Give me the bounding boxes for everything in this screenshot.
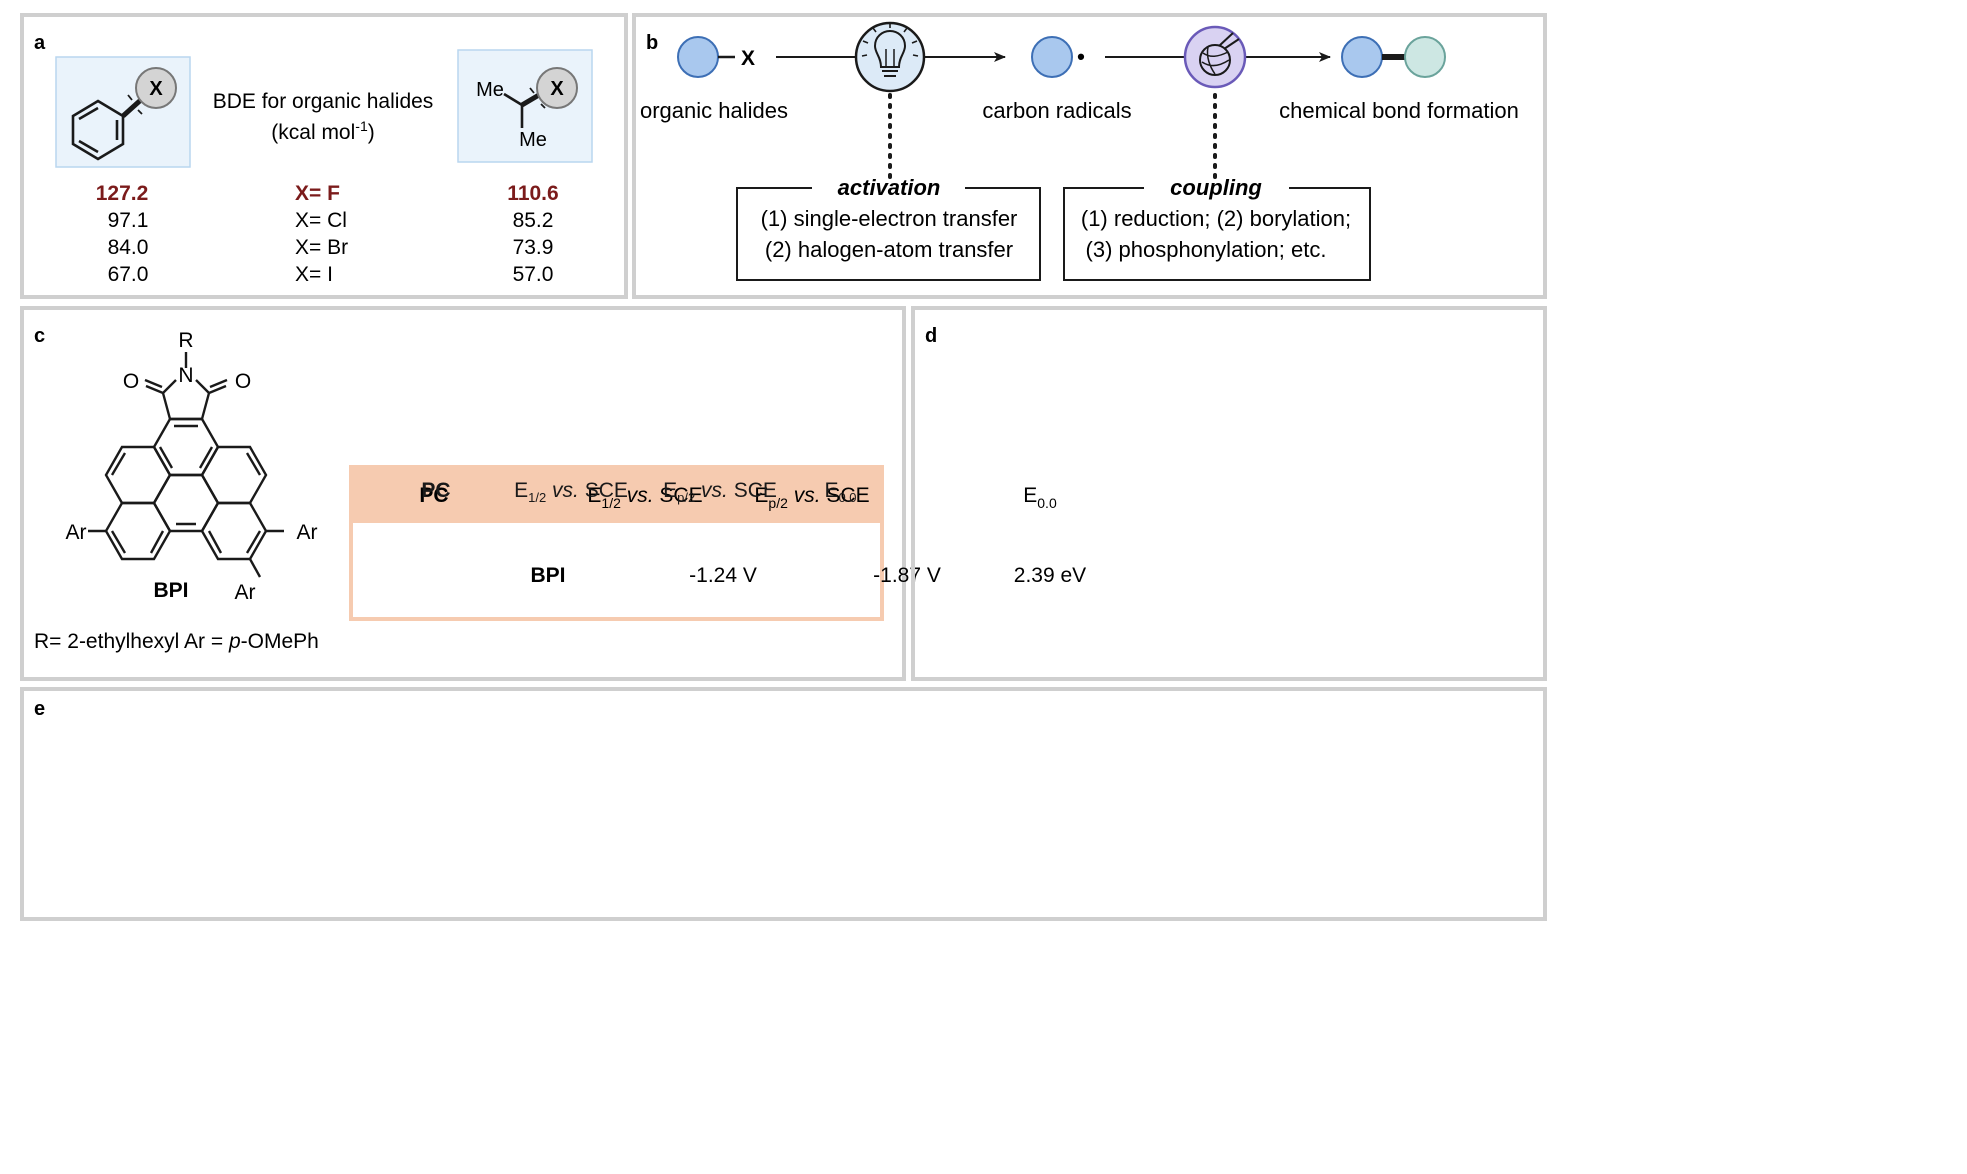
- panel-b-label: b: [646, 32, 658, 54]
- panel-d-frame: [911, 306, 1547, 681]
- panel-c-frame: [20, 306, 906, 681]
- redox-header-e00: E0.0: [1023, 484, 1057, 511]
- redox-row1-ep2: -1.87 V: [873, 564, 941, 587]
- halide-x-label: X: [741, 47, 755, 70]
- bpi-name: BPI: [153, 579, 188, 602]
- coupling-box: [1063, 187, 1371, 281]
- radical-carbon-circle: [1031, 36, 1073, 78]
- bond-formation-label: chemical bond formation: [1279, 98, 1519, 123]
- redox-h-e12: E1/2 vs. SCE: [514, 479, 628, 506]
- redox-table-html: PC E1/2 vs. SCE Ep/2 vs. SCE E0.0: [351, 467, 882, 619]
- bde-alkyl-cl: 85.2: [513, 209, 554, 232]
- coupling-title: coupling: [1170, 175, 1262, 200]
- bpi-o-left: O: [123, 370, 139, 393]
- alkyl-me-top: Me: [476, 79, 504, 101]
- bde-x-i: X= I: [295, 263, 333, 286]
- bde-x-br: X= Br: [295, 236, 348, 259]
- panel-a-frame: [20, 13, 628, 299]
- activation-step-2: (2) halogen-atom transfer: [765, 237, 1013, 262]
- alkyl-me-bottom: Me: [519, 129, 547, 151]
- bde-x-cl: X= Cl: [295, 209, 347, 232]
- bpi-n-label: N: [178, 364, 193, 387]
- redox-h-pc: PC: [421, 479, 451, 502]
- bde-alkyl-i: 57.0: [513, 263, 554, 286]
- alkyl-x-label: X: [550, 78, 564, 100]
- redox-header-e12: E1/2 vs. SCE: [587, 484, 702, 511]
- bde-alkyl-br: 73.9: [513, 236, 554, 259]
- redox-table: PC E1/2 vs. SCE Ep/2 vs. SCE E0.0 BPI -1…: [419, 484, 1086, 587]
- panel-d-label: d: [925, 325, 937, 347]
- panel-e-label: e: [34, 698, 45, 720]
- activation-title: activation: [838, 175, 941, 200]
- bde-alkyl-f: 110.6: [507, 182, 558, 205]
- panel-b: b X • organic halides carbon radicals ch…: [632, 13, 1547, 299]
- carbon-radicals-label: carbon radicals: [982, 98, 1131, 123]
- redox-table-header-bg: [349, 465, 884, 523]
- radical-dot: •: [1077, 44, 1085, 69]
- organic-halides-label: organic halides: [640, 98, 788, 123]
- panel-a-label: a: [34, 32, 46, 54]
- panel-d: d: [911, 306, 1547, 681]
- redox-header-pc: PC: [419, 484, 448, 507]
- panel-a: a X Me Me X BDE for organic halides (kca…: [20, 13, 628, 299]
- aryl-x-atom: [135, 67, 177, 109]
- alkyl-x-atom: [536, 67, 578, 109]
- bde-x-f: X= F: [295, 182, 340, 205]
- bde-aryl-br: 84.0: [108, 236, 149, 259]
- bpi-ar-bottom: Ar: [235, 581, 256, 604]
- redox-h-e00: E0.0: [824, 479, 857, 506]
- bde-title: BDE for organic halides: [213, 90, 434, 113]
- panel-c: c: [20, 306, 1086, 681]
- panel-e: e: [20, 687, 1547, 921]
- redox-row1-e12: -1.24 V: [689, 564, 757, 587]
- bde-table: 127.2 X= F 110.6 97.1 X= Cl 85.2 84.0 X=…: [96, 182, 559, 286]
- bpi-ar-right: Ar: [297, 521, 318, 544]
- redox-h-ep2: Ep/2 vs. SCE: [663, 479, 777, 506]
- bde-aryl-i: 67.0: [108, 263, 149, 286]
- bpi-structure: [88, 352, 284, 578]
- bde-aryl-cl: 97.1: [108, 209, 149, 232]
- activation-box: [736, 187, 1041, 281]
- bde-aryl-f: 127.2: [96, 182, 149, 205]
- redox-row1-e00: 2.39 eV: [1014, 564, 1086, 587]
- activation-step-1: (1) single-electron transfer: [761, 206, 1018, 231]
- coupling-partner-circle: [1404, 36, 1446, 78]
- bpi-ar-left: Ar: [66, 521, 87, 544]
- panel-c-label: c: [34, 325, 45, 347]
- redox-row1-pc: BPI: [530, 564, 565, 587]
- redox-header-ep2: Ep/2 vs. SCE: [754, 484, 869, 511]
- panel-e-frame: [20, 687, 1547, 921]
- bpi-substituent-legend: R= 2-ethylhexyl Ar = p-OMePh: [34, 630, 319, 653]
- coupling-step-1: (1) reduction; (2) borylation;: [1081, 206, 1351, 231]
- aryl-x-label: X: [149, 78, 163, 100]
- bpi-o-right: O: [235, 370, 251, 393]
- bde-unit: (kcal mol-1): [271, 118, 374, 144]
- yarn-ball-icon: [1183, 25, 1247, 89]
- panel-b-frame: [632, 13, 1547, 299]
- coupling-step-2: (3) phosphonylation; etc.: [1086, 237, 1327, 262]
- bpi-r-label: R: [178, 329, 193, 352]
